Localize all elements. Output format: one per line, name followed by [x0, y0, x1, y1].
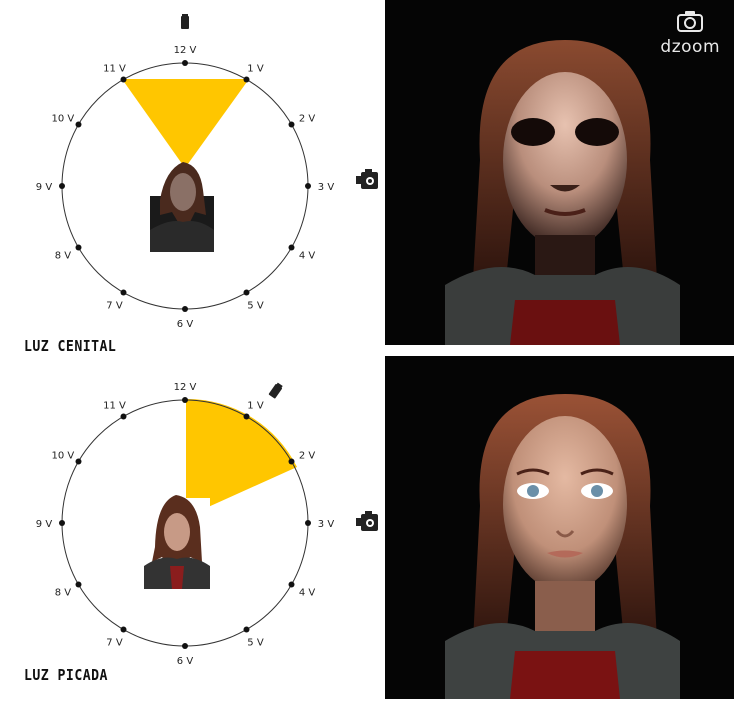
clock-labels: 12 V 1 V 2 V 3 V 4 V 5 V 6 V 7 V 8 V 9 V 10 V 11 V	[36, 382, 335, 667]
clock-label: 11 V	[103, 400, 126, 411]
clock-dot	[305, 520, 311, 526]
clock-diagram: 12 V 1 V 2 V 3 V 4 V 5 V 6 V 7 V 8 V 9 V 10 V 11 V	[36, 14, 378, 330]
clock-label: 10 V	[52, 451, 75, 462]
clock-dots	[59, 60, 311, 312]
clock-label: 9 V	[36, 519, 53, 530]
section-title-picada: LUZ PICADA	[24, 666, 108, 684]
clock-dot	[120, 289, 127, 296]
clock-dot	[182, 306, 188, 312]
clock-label: 2 V	[299, 451, 316, 462]
clock-dot	[75, 581, 82, 588]
clock-dot	[288, 244, 295, 251]
clock-dot	[75, 458, 82, 465]
clock-labels: 12 V 1 V 2 V 3 V 4 V 5 V 6 V 7 V 8 V 9 V 10 V 11 V	[36, 45, 335, 330]
clock-dot	[182, 60, 188, 66]
model-thumbnail	[144, 495, 210, 589]
clock-label: 1 V	[247, 400, 264, 411]
portrait-image	[385, 0, 734, 345]
light-source-icon	[181, 14, 189, 29]
clock-label: 10 V	[52, 114, 75, 125]
clock-label: 1 V	[247, 63, 264, 74]
clock-dot	[243, 626, 250, 633]
clock-dot	[120, 413, 127, 420]
clock-label: 6 V	[177, 319, 194, 330]
clock-dot	[288, 581, 295, 588]
clock-dot	[305, 183, 311, 189]
light-source-icon	[268, 382, 283, 399]
portrait-photo-picada	[385, 356, 734, 699]
camera-icon	[356, 169, 378, 189]
clock-dot	[182, 643, 188, 649]
portrait-photo-cenital: dzoom	[385, 0, 734, 345]
clock-dot	[182, 397, 188, 403]
clock-diagram: 12 V 1 V 2 V 3 V 4 V 5 V 6 V 7 V 8 V 9 V 10 V 11 V	[36, 382, 378, 667]
clock-dot	[75, 244, 82, 251]
portrait-image	[385, 356, 734, 699]
clock-dot	[120, 76, 127, 83]
clock-label: 8 V	[55, 251, 72, 262]
clock-label: 12 V	[174, 45, 197, 56]
clock-label: 4 V	[299, 251, 316, 262]
watermark-text: dzoom	[660, 37, 720, 57]
clock-label: 7 V	[106, 638, 123, 649]
clock-dot	[288, 458, 295, 465]
clock-dots	[59, 397, 311, 649]
clock-dot	[243, 413, 250, 420]
clock-label: 8 V	[55, 588, 72, 599]
clock-dot	[59, 183, 65, 189]
dzoom-watermark: dzoom	[660, 10, 720, 57]
clock-dot	[120, 626, 127, 633]
clock-label: 3 V	[318, 182, 335, 193]
clock-label: 5 V	[247, 301, 264, 312]
clock-label: 9 V	[36, 182, 53, 193]
clock-label: 4 V	[299, 588, 316, 599]
clock-dot	[243, 289, 250, 296]
clock-label: 12 V	[174, 382, 197, 393]
clock-dot	[59, 520, 65, 526]
clock-dot	[243, 76, 250, 83]
camera-icon	[677, 11, 704, 32]
clock-label: 5 V	[247, 638, 264, 649]
clock-label: 2 V	[299, 114, 316, 125]
clock-label: 11 V	[103, 63, 126, 74]
section-title-cenital: LUZ CENITAL	[24, 337, 117, 355]
model-thumbnail	[150, 162, 214, 252]
light-cone	[186, 398, 297, 517]
clock-label: 3 V	[318, 519, 335, 530]
clock-dot	[288, 121, 295, 128]
clock-label: 7 V	[106, 301, 123, 312]
clock-dot	[75, 121, 82, 128]
camera-icon	[356, 511, 378, 531]
clock-label: 6 V	[177, 656, 194, 667]
light-cone	[122, 79, 249, 168]
